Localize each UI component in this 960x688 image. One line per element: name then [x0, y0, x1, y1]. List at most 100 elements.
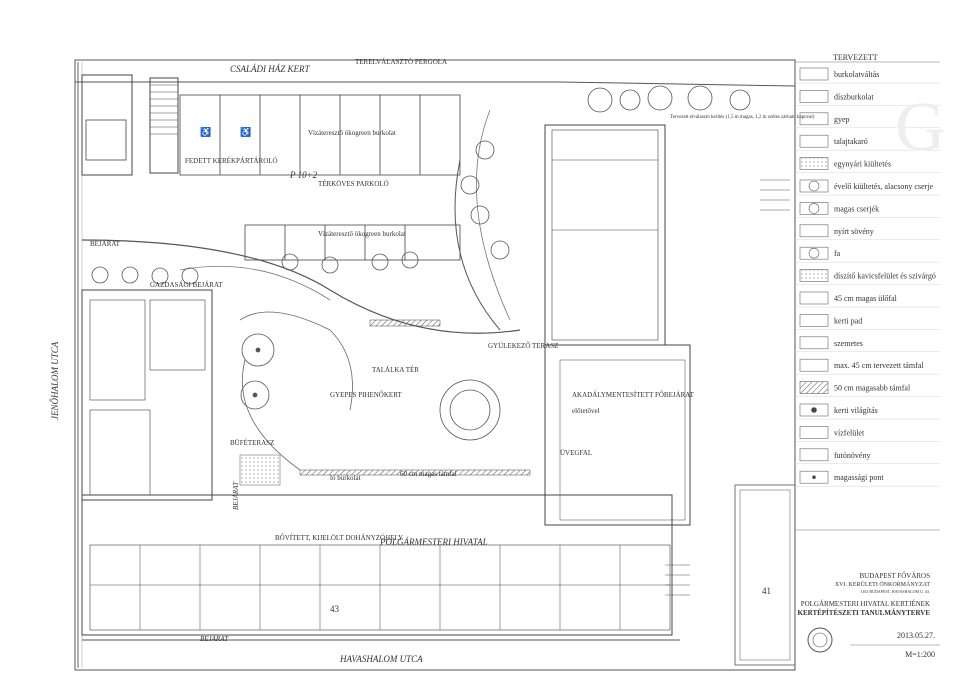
legend-item: magas cserjék: [795, 202, 940, 218]
wall-icon: [799, 291, 829, 305]
gathering-label: GYÜLEKEZŐ TERASZ: [488, 342, 558, 350]
meeting-square-label: TALÁLKA TÉR: [372, 366, 419, 374]
legend-item: gyep: [795, 112, 940, 129]
parking-stalls-top: [179, 94, 461, 176]
box-icon: [799, 112, 829, 126]
legend-item-label: magas cserjék: [834, 204, 879, 213]
line-icon: [799, 67, 829, 81]
street-left-label: JENŐHALOM UTCA: [50, 341, 60, 420]
legend-item: egynyári kiültetés: [795, 157, 940, 173]
planned-fence-label: Tervezett elválasztó kerítés (1,5 m maga…: [670, 115, 815, 120]
legend-item-label: futónövény: [834, 451, 870, 460]
shrub-icon: [799, 179, 829, 193]
neighbor-number: 41: [762, 586, 771, 596]
legend-item: évelő kiültetés, alacsony cserje: [795, 179, 940, 196]
right-building: [544, 124, 666, 346]
tb-scale: M=1:200: [905, 650, 935, 659]
bike-rack: [149, 77, 179, 174]
legend-item-label: vízfelület: [834, 428, 865, 437]
legend-item-label: max. 45 cm tervezett támfal: [834, 361, 924, 370]
entrance-side-label: BEJÁRAT: [232, 481, 240, 510]
bin-icon: [799, 336, 829, 350]
parking-count: P 10+2: [289, 170, 318, 180]
pergola-label: TERELVÁLASZTÓ PERGOLA: [355, 58, 447, 66]
tree-icon: [799, 246, 829, 260]
gravel-icon: [799, 269, 829, 282]
tb-date: 2013.05.27.: [897, 631, 935, 640]
neighbor-building: [81, 74, 133, 176]
garden-arc: [454, 159, 501, 331]
accessible-entrance-label: AKADÁLYMENTESÍTETT FŐBEJÁRAT: [572, 391, 695, 399]
decorative-letter-icon: G: [895, 89, 946, 166]
legend-item: 50 cm magasabb támfal: [795, 381, 940, 397]
legend-item-label: nyírt sövény: [834, 227, 874, 236]
light-icon: [799, 403, 829, 417]
legend-item-label: díszítő kavicsfelület és szivárgó: [834, 272, 936, 281]
dots-icon: [799, 157, 829, 170]
glass-hall-label: ÜVEGFAL: [560, 449, 592, 457]
trees: [91, 85, 751, 441]
legend: TERVEZETT burkolatváltás díszburkolat gyep…: [795, 53, 940, 487]
box-icon: [799, 224, 829, 238]
point-icon: [799, 470, 829, 484]
water-icon: [799, 426, 829, 439]
legend-item-label: 50 cm magasabb támfal: [834, 384, 911, 393]
right-lower-building: [544, 344, 691, 526]
legend-item: kerti világítás: [795, 403, 940, 420]
left-building: [81, 289, 213, 501]
eco-paving-label-2: Vízáteresztő ökogreen burkolat: [318, 230, 406, 238]
legend-item-label: talajtakaró: [834, 137, 868, 146]
title-block: BUDAPEST FŐVÁROS XVI. KERÜLETI ÖNKORMÁNY…: [795, 529, 940, 659]
legend-item: vízfelület: [795, 426, 940, 442]
mayor-office-label: POLGÁRMESTERI HIVATAL: [379, 537, 488, 547]
parking-label: TÉRKÖVES PARKOLÓ: [318, 180, 389, 188]
tb-project: POLGÁRMESTERI HIVATAL KERTJÉNEK: [801, 600, 930, 608]
buffet-label: BÜFÉTERASZ: [230, 439, 274, 447]
legend-item: díszítő kavicsfelület és szivárgó: [795, 269, 940, 285]
right-edge-building: [734, 484, 796, 666]
gravel-area: [239, 454, 281, 486]
accessible-symbol-2: ♿: [240, 126, 251, 137]
street-bottom-label: HAVASHALOM UTCA: [339, 654, 423, 664]
box-icon: [799, 90, 829, 103]
legend-item: kerti pad: [795, 314, 940, 330]
legend-item: futónövény: [795, 448, 940, 464]
hard-paving-label: ló burkolat: [330, 474, 361, 482]
legend-item-label: szemetes: [834, 339, 863, 348]
vine-icon: [799, 448, 829, 462]
legend-item: szemetes: [795, 336, 940, 352]
street-top-label: CSALÁDI HÁZ KERT: [230, 64, 311, 74]
retaining-wall: [299, 469, 531, 476]
shrub-icon: [799, 202, 829, 215]
legend-item-label: egynyári kiültetés: [834, 160, 891, 169]
tb-authority: XVI. KERÜLETI ÖNKORMÁNYZAT: [835, 580, 930, 588]
drawing-frame: [74, 59, 796, 671]
stairs: [665, 179, 790, 596]
bench-icon: [799, 314, 829, 327]
service-entrance-label: GAZDASÁGI BEJÁRAT: [150, 281, 223, 289]
legend-item-label: kerti világítás: [834, 406, 878, 415]
legend-item-label: kerti pad: [834, 316, 862, 325]
box-icon: [799, 134, 829, 148]
accessible-symbol-1: ♿: [200, 126, 211, 137]
legend-item-label: magassági pont: [834, 473, 884, 482]
client-logo-icon: [807, 627, 833, 653]
canopy-label: előtetővel: [572, 407, 600, 415]
legend-item-label: díszburkolat: [834, 92, 874, 101]
legend-item: fa: [795, 246, 940, 263]
legend-item: talajtakaró: [795, 134, 940, 151]
legend-item-label: 45 cm magas ülőfal: [834, 294, 898, 303]
tb-doc-type: KERTÉPÍTÉSZETI TANULMÁNYTERVE: [798, 609, 931, 617]
tb-address: 1163 BUDAPEST, HAVASHALOM U. 43.: [860, 589, 930, 595]
legend-item: díszburkolat: [795, 90, 940, 106]
legend-item-label: burkolatváltás: [834, 70, 879, 79]
lawn-label: GYEPES PIHENŐKERT: [330, 391, 402, 399]
entrance-left-label: BEJÁRAT: [90, 240, 121, 248]
line-icon: [799, 358, 829, 372]
legend-item: nyírt sövény: [795, 224, 940, 241]
legend-title: TERVEZETT: [833, 53, 878, 62]
wall-note-label: 60 cm magas támfal: [400, 470, 457, 478]
driveway-curve: [81, 239, 521, 334]
house-number: 43: [330, 604, 340, 614]
